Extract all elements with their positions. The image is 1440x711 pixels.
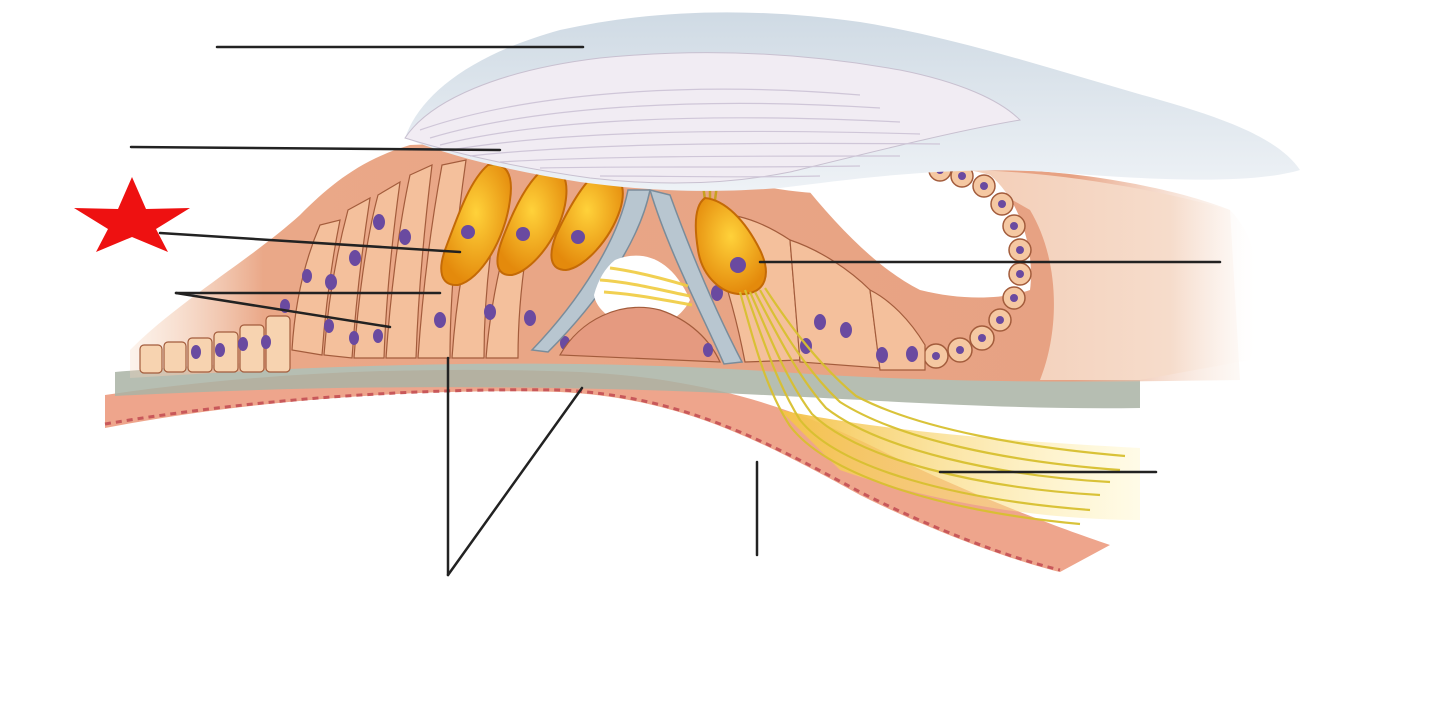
hair-cell-nucleus [571, 230, 585, 244]
hair-cell-nucleus [516, 227, 530, 241]
lower-tissue-stripe [104, 388, 1061, 572]
leader-line-outer-hair-cells [158, 231, 462, 254]
right-tissue [960, 170, 1261, 380]
basilar-membrane [115, 356, 1140, 409]
spiral-lamina [780, 410, 1140, 520]
leader-line-basilar-b [446, 386, 584, 577]
outer-pillar [648, 188, 744, 365]
outer-hair-cell [496, 166, 568, 277]
inner-nuclei [191, 214, 570, 359]
outer-hair-cell [440, 163, 512, 287]
inner-pillar [530, 189, 651, 353]
cochlear-nerve-fibers [738, 287, 1126, 526]
outer-cavity [800, 165, 1031, 298]
tunnel-floor-nucleus [703, 343, 713, 357]
tunnel-fibers [599, 266, 693, 307]
star-icon [74, 177, 190, 252]
leader-line-stereocilia [129, 145, 502, 152]
tectorial-fibers [419, 88, 941, 178]
outer-hair-cell [550, 168, 624, 272]
inner-hair-cell-nucleus [730, 257, 746, 273]
hair-cell-nucleus [461, 225, 475, 239]
cavity-cell-nuclei [932, 166, 1024, 360]
outer-hair-cells [440, 163, 624, 287]
label-leader-lines [129, 45, 1222, 577]
inner-hair-cell [694, 196, 767, 296]
leader-line-supporting-b [174, 291, 392, 329]
